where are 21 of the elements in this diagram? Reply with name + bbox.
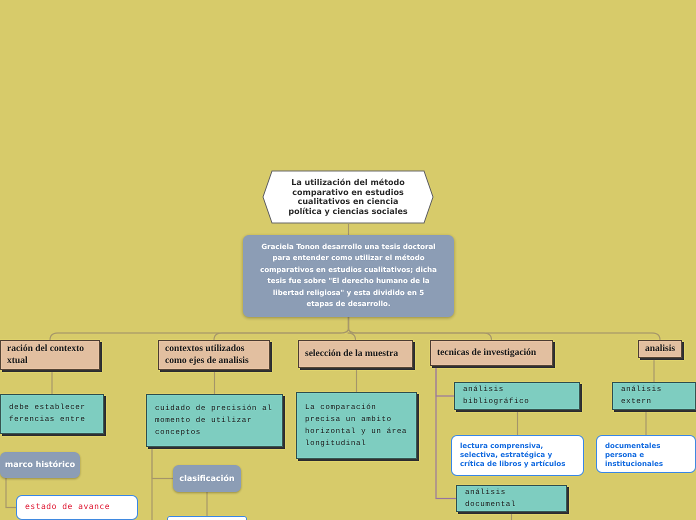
topic-box: clasificación <box>173 465 241 492</box>
stage-box: analisis <box>638 340 682 358</box>
connector-line <box>51 370 53 394</box>
connector-line <box>435 366 456 500</box>
connector-line <box>356 368 358 392</box>
stage-box: tecnicas de investigación <box>430 340 553 366</box>
stage-box: contextos utilizados como ejes de analisis <box>158 340 270 370</box>
connector-line <box>653 358 655 382</box>
connector-line <box>151 447 153 520</box>
topic-box: marco histórico <box>0 452 80 478</box>
stage-box: selección de la muestra <box>298 340 413 368</box>
connector-line <box>645 410 647 435</box>
connector-line <box>348 317 661 341</box>
connector-line <box>206 492 208 516</box>
connector-line <box>348 224 350 235</box>
stage-box: ración del contexto xtual <box>0 340 100 370</box>
connector-line <box>5 478 16 508</box>
detail-box: estado de avance <box>16 495 138 520</box>
connector-line <box>516 410 518 435</box>
title-hexagon: La utilización del método comparativo en estudios cualitativos en ciencia política y ciencias sociales <box>262 170 434 224</box>
connector-line <box>214 370 216 394</box>
